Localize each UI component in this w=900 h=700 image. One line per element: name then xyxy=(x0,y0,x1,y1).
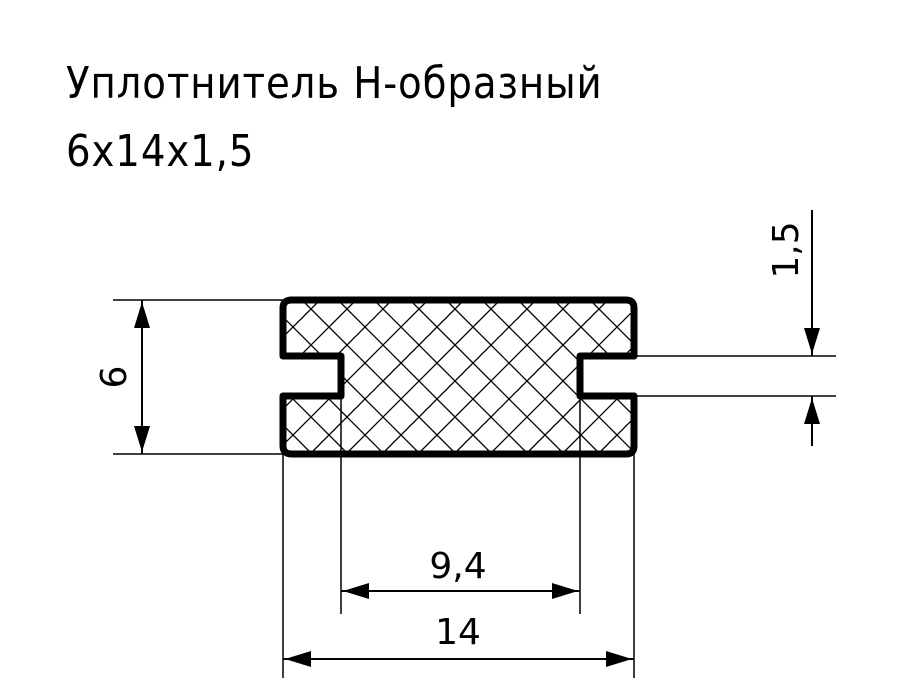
arrow-up-icon xyxy=(804,398,820,424)
dimension-slot: 1,5 xyxy=(766,210,820,446)
arrow-left-icon xyxy=(285,651,311,667)
dimension-outer-width: 14 xyxy=(283,612,634,667)
arrow-left-icon xyxy=(343,583,369,599)
arrow-right-icon xyxy=(606,651,632,667)
dimension-inner-width-label: 9,4 xyxy=(429,546,486,587)
arrow-down-icon xyxy=(804,328,820,354)
dimension-inner-width: 9,4 xyxy=(341,546,580,599)
dimension-slot-label: 1,5 xyxy=(766,221,807,278)
arrow-up-icon xyxy=(134,302,150,328)
extension-lines xyxy=(113,299,836,678)
arrow-right-icon xyxy=(552,583,578,599)
title-line2: 6х14х1,5 xyxy=(66,126,255,177)
dimension-height-label: 6 xyxy=(94,366,135,389)
arrow-down-icon xyxy=(134,426,150,452)
profile-outline xyxy=(279,296,638,458)
title-line1: Уплотнитель Н-образный xyxy=(66,58,603,109)
cross-hatching xyxy=(283,300,634,454)
dimension-outer-width-label: 14 xyxy=(435,612,481,653)
dimension-height: 6 xyxy=(94,300,150,454)
